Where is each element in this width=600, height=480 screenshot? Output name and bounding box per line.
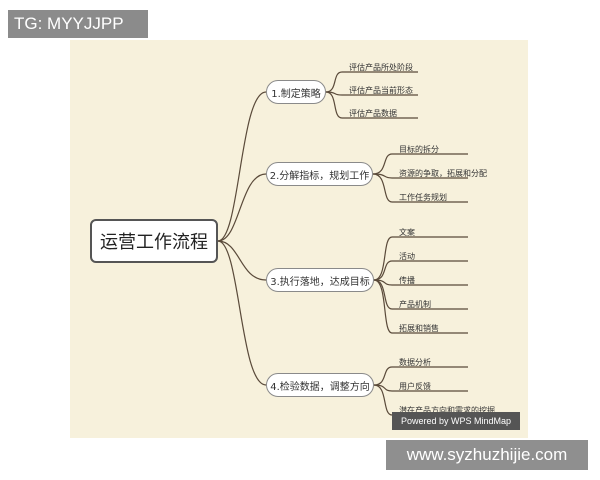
leaf-connector (372, 173, 468, 203)
leaf-connector (373, 279, 468, 334)
leaf-node: 资源的争取，拓展和分配 (399, 169, 487, 178)
leaf-node: 目标的拆分 (399, 145, 439, 154)
leaf-connector (372, 173, 468, 179)
site-watermark: www.syzhuzhijie.com (386, 440, 588, 470)
leaf-node: 传播 (399, 276, 415, 285)
leaf-node: 文案 (399, 228, 415, 237)
leaf-connector (373, 366, 468, 386)
branch-node-execution: 3.执行落地，达成目标 (266, 268, 374, 292)
leaf-connector (372, 153, 468, 175)
leaf-connector (373, 384, 468, 416)
leaf-node: 用户反馈 (399, 382, 431, 391)
leaf-connector (373, 279, 468, 286)
root-branch-connector (217, 240, 267, 281)
leaf-connector (373, 260, 468, 281)
leaf-node: 拓展和销售 (399, 324, 439, 333)
leaf-node: 潜在产品方向和需求的挖掘 (399, 406, 495, 415)
mindmap-root-node: 运营工作流程 (90, 219, 218, 263)
branch-node-strategy: 1.制定策略 (266, 80, 326, 104)
leaf-connector (373, 236, 468, 281)
leaf-node: 工作任务规划 (399, 193, 447, 202)
branch-node-review: 4.检验数据，调整方向 (266, 373, 374, 397)
channel-tag: TG: MYYJJPP (8, 10, 148, 38)
leaf-node: 数据分析 (399, 358, 431, 367)
leaf-node: 产品机制 (399, 300, 431, 309)
leaf-node: 活动 (399, 252, 415, 261)
root-branch-connector (217, 91, 267, 242)
branch-node-planning: 2.分解指标，规划工作 (266, 162, 373, 186)
leaf-node: 评估产品当前形态 (349, 86, 413, 95)
root-branch-connector (217, 173, 267, 242)
leaf-node: 评估产品所处阶段 (349, 63, 413, 72)
wps-mindmap-watermark: Powered by WPS MindMap (392, 412, 520, 430)
leaf-node: 评估产品数据 (349, 109, 397, 118)
root-branch-connector (217, 240, 267, 386)
leaf-connector (325, 71, 418, 93)
leaf-connector (325, 91, 418, 119)
